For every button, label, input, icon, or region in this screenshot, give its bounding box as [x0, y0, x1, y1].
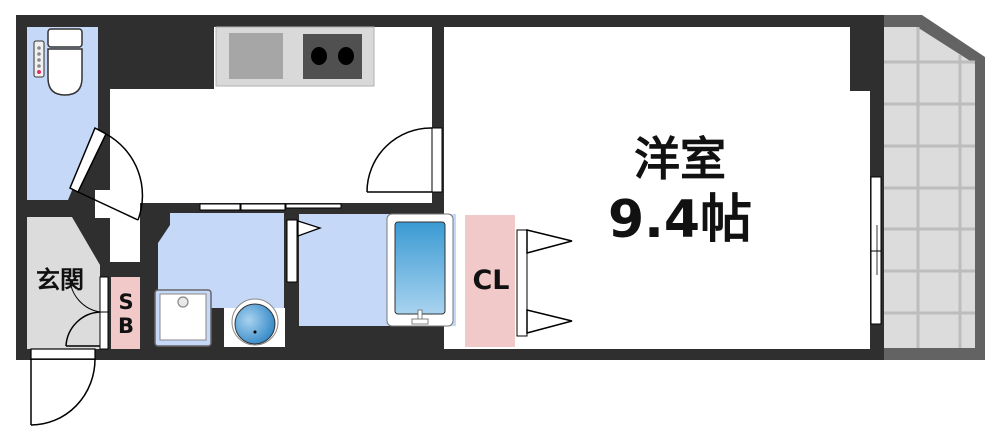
shoe-box — [111, 277, 140, 349]
wash-basin — [224, 298, 285, 347]
sink — [229, 33, 283, 79]
bathtub — [386, 213, 454, 327]
closet — [465, 215, 515, 347]
shoe-box-label-bottom: B — [117, 314, 134, 338]
toilet-tank — [47, 28, 83, 48]
entrance — [27, 217, 109, 350]
entrance-door[interactable] — [30, 348, 96, 426]
washroom — [158, 203, 342, 308]
closet-doors[interactable] — [516, 229, 573, 337]
western-room-size: 9.4帖 — [607, 190, 753, 250]
balcony — [880, 15, 985, 360]
room-door[interactable] — [366, 127, 443, 193]
shoe-box-label-top: S — [118, 290, 134, 314]
balcony-window[interactable] — [870, 176, 882, 325]
western-room-name: 洋室 — [634, 132, 726, 186]
washing-machine-pan — [154, 289, 212, 347]
toilet-door[interactable] — [69, 126, 144, 221]
kitchen-counter — [215, 26, 375, 87]
toilet-room — [27, 27, 98, 200]
toilet-bowl — [47, 48, 83, 96]
entrance-label: 玄関 — [36, 266, 84, 294]
kitchen-area — [95, 27, 432, 262]
closet-label: CL — [472, 265, 510, 296]
